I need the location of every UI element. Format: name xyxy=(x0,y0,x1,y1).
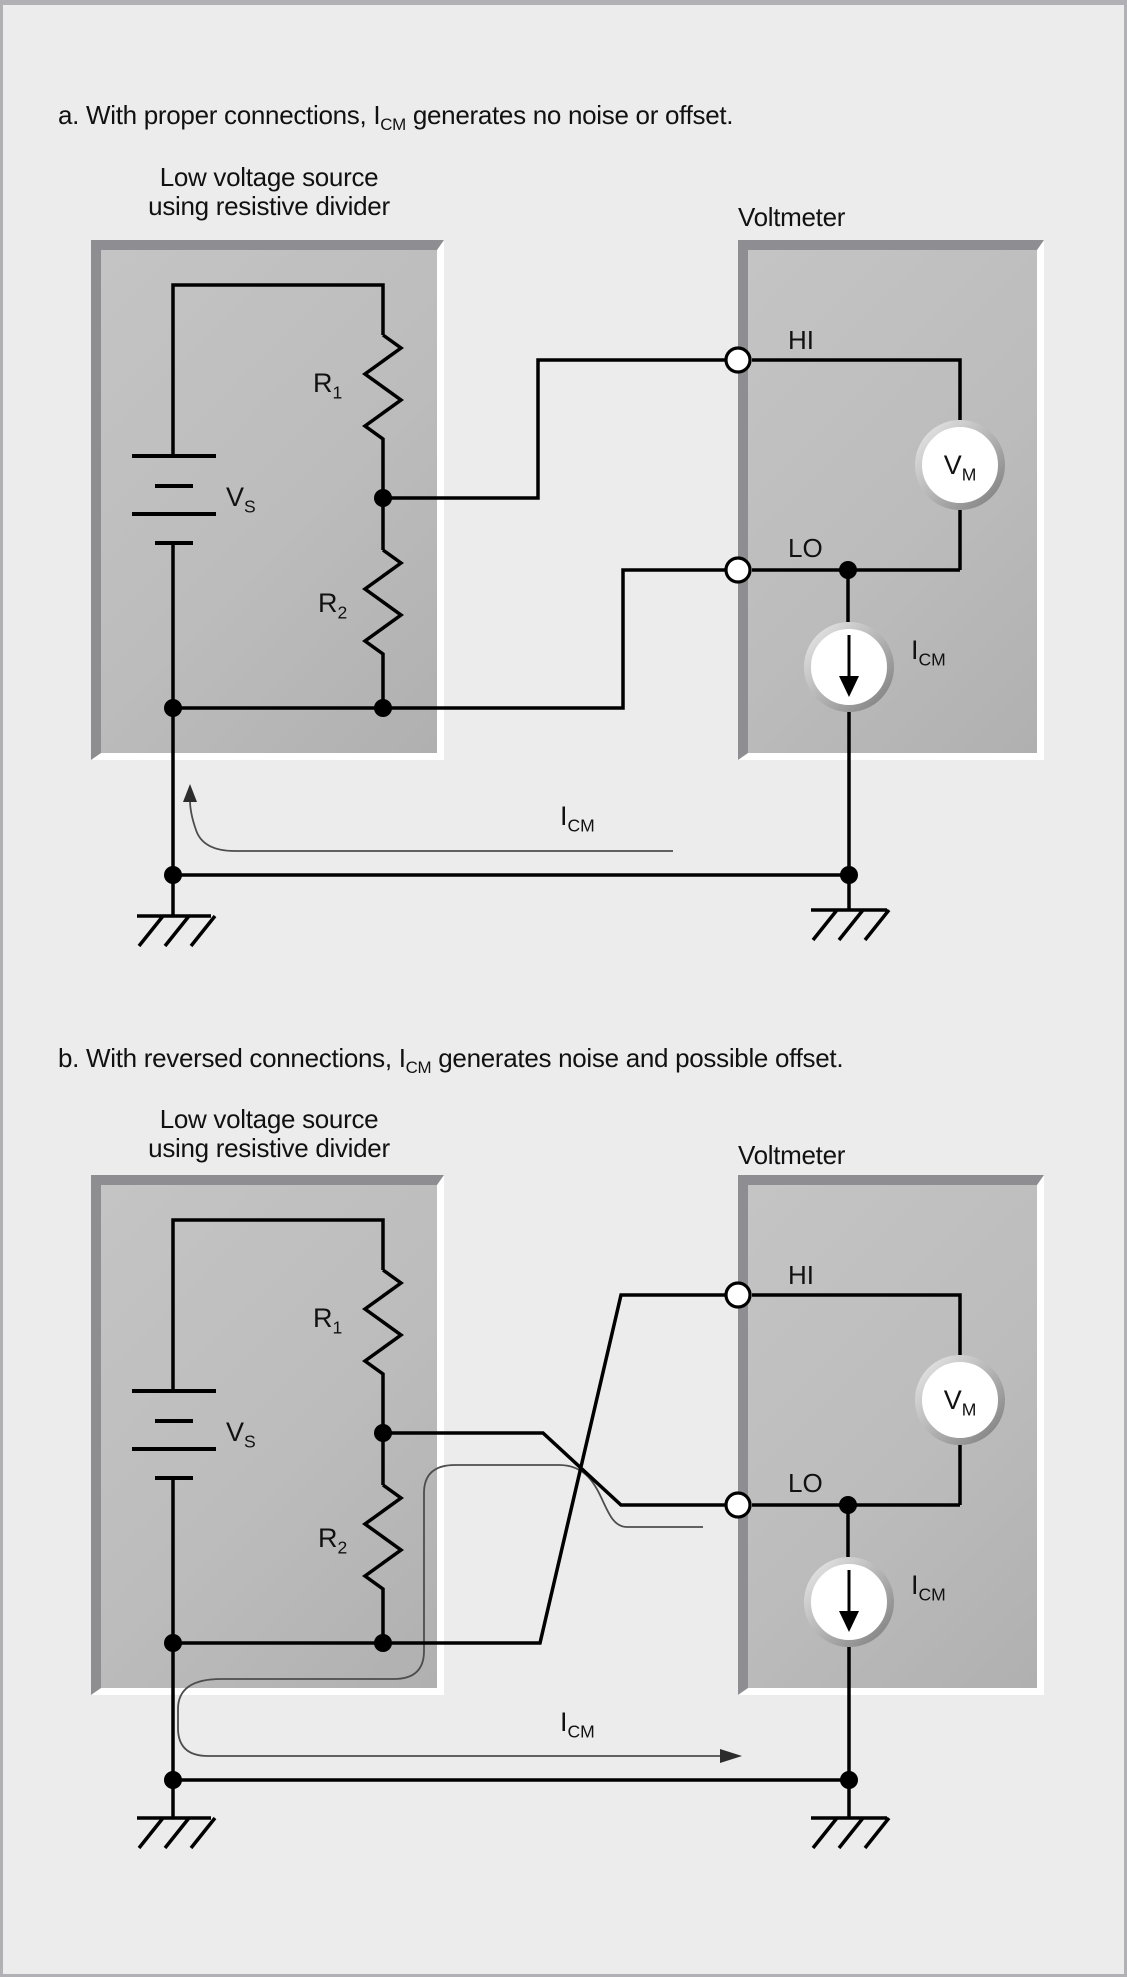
ground-b-left xyxy=(137,1816,217,1850)
caption-b-pre: b. With reversed connections, I xyxy=(58,1043,406,1073)
caption-a-post: generates no noise or offset. xyxy=(405,100,734,130)
icm-path-label-b: ICM xyxy=(560,1707,595,1742)
r1-label-b: R1 xyxy=(313,1303,343,1338)
caption-a-sub: CM xyxy=(380,115,406,135)
source-box-title-a: Low voltage source using resistive divid… xyxy=(99,163,439,221)
vs-main-a: V xyxy=(226,482,245,512)
hi-label-a: HI xyxy=(788,325,814,355)
vm-sub-a: M xyxy=(961,463,977,484)
caption-a-pre: a. With proper connections, I xyxy=(58,100,381,130)
r1-label-a: R1 xyxy=(313,368,343,403)
source-title-line1-b: Low voltage source xyxy=(159,1104,379,1134)
source-wiring-b xyxy=(171,1218,849,1818)
voltmeter-title-a: Voltmeter xyxy=(738,202,846,232)
lo-label-b: LO xyxy=(788,1468,823,1498)
current-arrow-a-up xyxy=(183,784,197,802)
terminal-lo-a xyxy=(724,556,752,584)
source-title-line2-a: using resistive divider xyxy=(148,191,390,221)
caption-b-sub: CM xyxy=(405,1058,432,1078)
r1-sub-a: 1 xyxy=(332,382,343,403)
battery-a xyxy=(132,454,216,545)
r2-label-a: R2 xyxy=(318,588,348,623)
source-wiring-a xyxy=(171,283,849,916)
caption-b-post: generates noise and possible offset. xyxy=(431,1043,844,1073)
current-arrow-b-right xyxy=(720,1749,742,1763)
current-source-arrowhead-b xyxy=(839,1611,859,1632)
caption-b: b. With reversed connections, ICM genera… xyxy=(58,1043,844,1078)
r1-sub-b: 1 xyxy=(332,1317,343,1338)
vm-text-b: VM xyxy=(943,1384,977,1419)
icm-src-sub-b: CM xyxy=(918,1584,946,1605)
meter-circle-a xyxy=(915,420,1005,510)
vs-label-a: VS xyxy=(226,482,256,517)
vs-sub-a: S xyxy=(244,496,256,517)
vm-main-a: V xyxy=(943,449,962,480)
vm-label-b: VM xyxy=(915,1355,1005,1445)
current-path-b xyxy=(177,1464,723,1757)
source-title-line2-b: using resistive divider xyxy=(148,1133,390,1163)
voltmeter-title-b: Voltmeter xyxy=(738,1140,846,1170)
junction-dots-b xyxy=(164,1424,858,1789)
icm-path-label-a: ICM xyxy=(560,801,595,836)
source-title-line1-a: Low voltage source xyxy=(159,162,379,192)
vm-label-a: VM xyxy=(915,420,1005,510)
r1-main-a: R xyxy=(313,368,333,398)
icm-source-label-a: ICM xyxy=(911,635,946,670)
icm-path-main-b: I xyxy=(560,1707,568,1737)
icm-src-sub-a: CM xyxy=(918,649,946,670)
source-box-title-b: Low voltage source using resistive divid… xyxy=(99,1105,439,1163)
caption-a: a. With proper connections, ICM generate… xyxy=(58,100,734,135)
vs-sub-b: S xyxy=(244,1431,256,1452)
vs-label-b: VS xyxy=(226,1417,256,1452)
battery-b xyxy=(132,1389,216,1480)
icm-path-main-a: I xyxy=(560,801,568,831)
r2-sub-a: 2 xyxy=(337,602,348,623)
icm-src-main-a: I xyxy=(911,635,919,665)
r1-main-b: R xyxy=(313,1303,333,1333)
r2-sub-b: 2 xyxy=(337,1537,348,1558)
ground-b-right xyxy=(811,1816,891,1850)
ground-a-right xyxy=(811,908,891,942)
current-source-arrowhead-a xyxy=(839,676,859,697)
r2-main-a: R xyxy=(318,588,338,618)
junction-dots-a xyxy=(164,489,858,884)
vm-text-a: VM xyxy=(943,449,977,484)
icm-source-label-b: ICM xyxy=(911,1570,946,1605)
diagram-b-circuit xyxy=(132,1218,1005,1850)
lo-label-a: LO xyxy=(788,533,823,563)
circuit-svg xyxy=(132,283,1005,1850)
icm-path-sub-a: CM xyxy=(567,815,595,836)
icm-path-sub-b: CM xyxy=(567,1721,595,1742)
terminal-hi-a xyxy=(724,346,752,374)
current-path-a xyxy=(189,799,673,852)
vm-main-b: V xyxy=(943,1384,962,1415)
hi-label-b: HI xyxy=(788,1260,814,1290)
ground-a-left xyxy=(137,914,217,948)
diagram-a-circuit xyxy=(132,283,1005,948)
vs-main-b: V xyxy=(226,1417,245,1447)
r2-label-b: R2 xyxy=(318,1523,348,1558)
terminal-hi-b xyxy=(724,1281,752,1309)
interconnect-b-crossed xyxy=(383,1293,726,1645)
icm-src-main-b: I xyxy=(911,1570,919,1600)
vm-sub-b: M xyxy=(961,1398,977,1419)
terminal-lo-b xyxy=(724,1491,752,1519)
interconnect-a xyxy=(383,358,726,710)
meter-circle-b xyxy=(915,1355,1005,1445)
r2-main-b: R xyxy=(318,1523,338,1553)
